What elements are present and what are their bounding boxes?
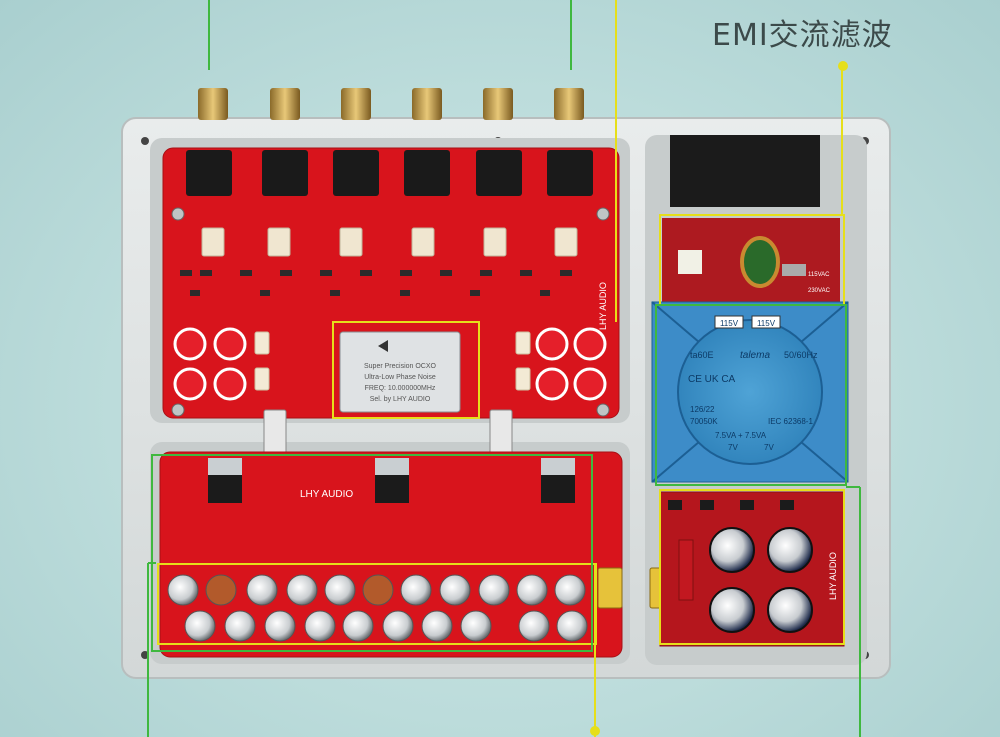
transformer-part: 70050K bbox=[690, 417, 718, 426]
emi-filter-callout-label: EMI交流滤波 bbox=[712, 18, 893, 53]
transformer-volt-right: 7V bbox=[764, 443, 774, 452]
ocxo-line4: Sel. by LHY AUDIO bbox=[370, 396, 431, 403]
voltage-230-label: 230VAC bbox=[808, 288, 831, 294]
output-jacks bbox=[186, 150, 593, 196]
callout-dot-emi bbox=[838, 61, 848, 71]
toroidal-transformer bbox=[677, 319, 823, 465]
svg-text:LHY AUDIO: LHY AUDIO bbox=[598, 282, 608, 330]
callout-annotations bbox=[147, 0, 861, 737]
transformer-volt-left: 7V bbox=[728, 443, 738, 452]
ocxo-line1: Super Precision OCXO bbox=[364, 363, 437, 370]
voltage-regulators bbox=[208, 458, 575, 503]
transformer-standard: IEC 62368-1 bbox=[768, 417, 813, 426]
callout-dot-bottom bbox=[590, 726, 600, 736]
x-capacitor bbox=[678, 539, 694, 601]
main-filter-capacitors bbox=[709, 527, 813, 633]
board-connectors bbox=[263, 409, 513, 461]
ocxo-module bbox=[339, 331, 461, 413]
power-pcb-brand: LHY AUDIO bbox=[828, 552, 838, 600]
transformer-date: 126/22 bbox=[690, 405, 715, 414]
regulator-pcb-brand: LHY AUDIO bbox=[300, 489, 353, 500]
transformer-tag-left bbox=[714, 315, 744, 329]
transformer-freq: 50/60Hz bbox=[784, 350, 818, 360]
ocxo-logo bbox=[378, 340, 388, 352]
regulator-pcb bbox=[159, 451, 623, 658]
rca-connectors bbox=[198, 88, 584, 120]
transformer-tag-right bbox=[751, 315, 781, 329]
transformer-rating: 7.5VA + 7.5VA bbox=[715, 431, 767, 440]
top-pcb-brand: LHY AUDIO bbox=[598, 282, 608, 330]
bottom-capacitor-bank bbox=[167, 574, 588, 642]
top-red-capacitors bbox=[173, 327, 607, 401]
common-mode-choke bbox=[740, 236, 780, 288]
rectifier-diodes bbox=[668, 500, 794, 510]
smd-components bbox=[180, 270, 572, 296]
transformer-tag-right-text: 115V bbox=[757, 319, 776, 328]
voltage-switch bbox=[782, 264, 806, 276]
ac-inlet bbox=[670, 135, 820, 207]
transformer-tag-left-text: 115V bbox=[720, 319, 739, 328]
ocxo-line3: FREQ: 10.000000MHz bbox=[365, 385, 436, 392]
pulse-transformers bbox=[201, 227, 578, 257]
transformer-brand: talema bbox=[740, 350, 770, 361]
svg-text:LHY AUDIO: LHY AUDIO bbox=[828, 552, 838, 600]
voltage-115-label: 115VAC bbox=[808, 272, 830, 278]
transformer-model: ta60E bbox=[690, 350, 714, 360]
ac-terminal bbox=[678, 250, 702, 274]
film-capacitors bbox=[254, 331, 531, 391]
transformer-marks: CE UK CA bbox=[688, 374, 736, 385]
ocxo-line2: Ultra-Low Phase Noise bbox=[364, 374, 436, 381]
